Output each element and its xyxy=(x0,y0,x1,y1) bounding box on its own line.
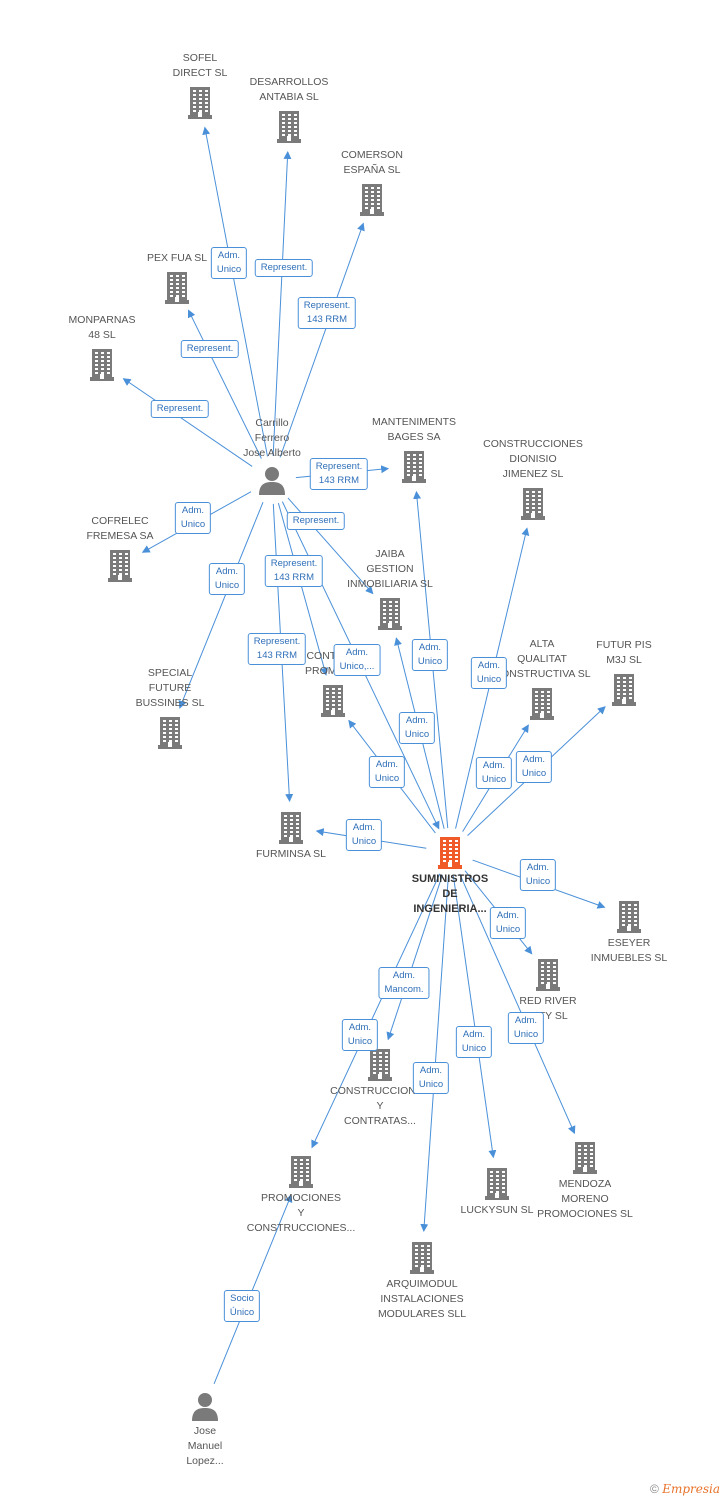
building-icon[interactable] xyxy=(163,270,191,309)
relationship-edge xyxy=(122,378,253,467)
edge-role-label[interactable]: Represent. xyxy=(286,512,346,530)
edge-role-label[interactable]: Represent. 143 RRM xyxy=(297,297,357,329)
node-label: LUCKYSUN SL xyxy=(460,1204,534,1216)
building-icon[interactable] xyxy=(319,683,347,722)
edge-role-label[interactable]: Socio Único xyxy=(223,1290,261,1322)
edge-role-label[interactable]: Adm. Unico xyxy=(341,1019,379,1051)
building-icon[interactable] xyxy=(277,810,305,849)
node-label: COMERSON ESPAÑA SL xyxy=(341,149,403,176)
node-label: CONSTRUCCIONES DIONISIO JIMENEZ SL xyxy=(483,438,583,480)
node-label: MANTENIMENTS BAGES SA xyxy=(372,416,456,443)
relationship-edge xyxy=(420,875,449,1233)
edge-role-label[interactable]: Adm. Unico xyxy=(455,1026,493,1058)
edge-role-label[interactable]: Adm. Unico xyxy=(208,563,246,595)
building-icon[interactable] xyxy=(88,347,116,386)
edge-role-label[interactable]: Adm. Unico xyxy=(507,1012,545,1044)
edge-role-label[interactable]: Adm. Unico xyxy=(519,859,557,891)
building-icon[interactable] xyxy=(436,835,464,874)
relationship-edge xyxy=(178,502,264,709)
relationship-edge xyxy=(386,874,443,1041)
node-label: Jose Manuel Lopez... xyxy=(186,1425,224,1467)
edge-role-label[interactable]: Adm. Unico xyxy=(368,756,406,788)
building-icon[interactable] xyxy=(376,596,404,635)
node-label: PEX FUA SL xyxy=(146,252,208,264)
relationship-edge xyxy=(452,875,497,1159)
relationship-edge xyxy=(272,150,292,457)
relationship-edge xyxy=(213,1194,293,1384)
edge-role-label[interactable]: Represent. 143 RRM xyxy=(247,633,307,665)
node-label: DESARROLLOS ANTABIA SL xyxy=(249,76,329,103)
relationship-edge xyxy=(202,126,269,457)
node-label: MONPARNAS 48 SL xyxy=(68,314,136,341)
building-icon[interactable] xyxy=(287,1154,315,1193)
node-label: FURMINSA SL xyxy=(255,848,326,860)
edge-role-label[interactable]: Adm. Unico xyxy=(470,657,508,689)
edge-role-label[interactable]: Adm. Unico,... xyxy=(333,644,381,676)
relationship-edge xyxy=(279,222,365,458)
building-icon[interactable] xyxy=(366,1047,394,1086)
building-icon[interactable] xyxy=(534,957,562,996)
node-label: COFRELEC FREMESA SA xyxy=(86,515,154,542)
person-icon[interactable] xyxy=(190,1391,220,1426)
building-icon[interactable] xyxy=(528,686,556,725)
edge-role-label[interactable]: Adm. Unico xyxy=(345,819,383,851)
building-icon[interactable] xyxy=(571,1140,599,1179)
node-label: ARQUIMODUL INSTALACIONES MODULARES SLL xyxy=(377,1278,467,1320)
building-icon[interactable] xyxy=(156,715,184,754)
relationship-edge xyxy=(187,309,262,459)
edge-role-label[interactable]: Adm. Unico xyxy=(412,1062,450,1094)
edge-role-label[interactable]: Adm. Unico xyxy=(475,757,513,789)
edge-role-label[interactable]: Adm. Unico xyxy=(515,751,553,783)
edge-role-label[interactable]: Represent. xyxy=(150,400,210,418)
building-icon[interactable] xyxy=(483,1166,511,1205)
node-label: FUTUR PIS M3J SL xyxy=(596,639,652,666)
person-icon[interactable] xyxy=(257,465,287,500)
building-icon[interactable] xyxy=(358,182,386,221)
building-icon[interactable] xyxy=(186,85,214,124)
building-icon[interactable] xyxy=(275,109,303,148)
node-label: CONSTRUCCIONES Y CONTRATAS... xyxy=(330,1085,430,1127)
node-label: PROMOCIONES Y CONSTRUCCIONES... xyxy=(246,1192,356,1234)
empresia-logo[interactable]: Empresia xyxy=(662,1482,720,1496)
relationship-edge xyxy=(277,502,329,676)
node-label: ESEYER INMUEBLES SL xyxy=(590,937,668,964)
node-label: SOFEL DIRECT SL xyxy=(172,52,228,79)
building-icon[interactable] xyxy=(400,449,428,488)
building-icon[interactable] xyxy=(408,1240,436,1279)
building-icon[interactable] xyxy=(615,899,643,938)
footer-brand: © Empresia xyxy=(650,1482,720,1496)
relationship-edge xyxy=(459,873,576,1135)
edge-role-label[interactable]: Represent. xyxy=(180,340,240,358)
edge-role-label[interactable]: Represent. xyxy=(254,259,314,277)
node-label: SPECIAL FUTURE BUSSINES SL xyxy=(135,667,205,709)
node-label: Carrillo Ferrero Jose Alberto xyxy=(243,417,301,459)
edge-role-label[interactable]: Adm. Unico xyxy=(398,712,436,744)
relationship-edge xyxy=(311,873,441,1149)
building-icon[interactable] xyxy=(106,548,134,587)
copyright-symbol: © xyxy=(650,1482,659,1496)
edge-role-label[interactable]: Represent. 143 RRM xyxy=(309,458,369,490)
edge-role-label[interactable]: Represent. 143 RRM xyxy=(264,555,324,587)
edge-role-label[interactable]: Adm. Unico xyxy=(489,907,527,939)
node-label: ALTA QUALITAT CONSTRUCTIVA SL xyxy=(493,638,591,680)
node-label: JAIBA GESTION INMOBILIARIA SL xyxy=(347,548,433,590)
node-label: MENDOZA MORENO PROMOCIONES SL xyxy=(537,1178,633,1220)
node-label: RED RIVER CITY SL xyxy=(519,995,577,1022)
edge-role-label[interactable]: Adm. Unico xyxy=(411,639,449,671)
node-label: SUMINISTROS DE INGENIERIA... xyxy=(411,873,489,915)
edge-role-label[interactable]: Adm. Mancom. xyxy=(378,967,430,999)
building-icon[interactable] xyxy=(610,672,638,711)
edge-role-label[interactable]: Adm. Unico xyxy=(174,502,212,534)
edge-role-label[interactable]: Adm. Unico xyxy=(210,247,248,279)
building-icon[interactable] xyxy=(519,486,547,525)
